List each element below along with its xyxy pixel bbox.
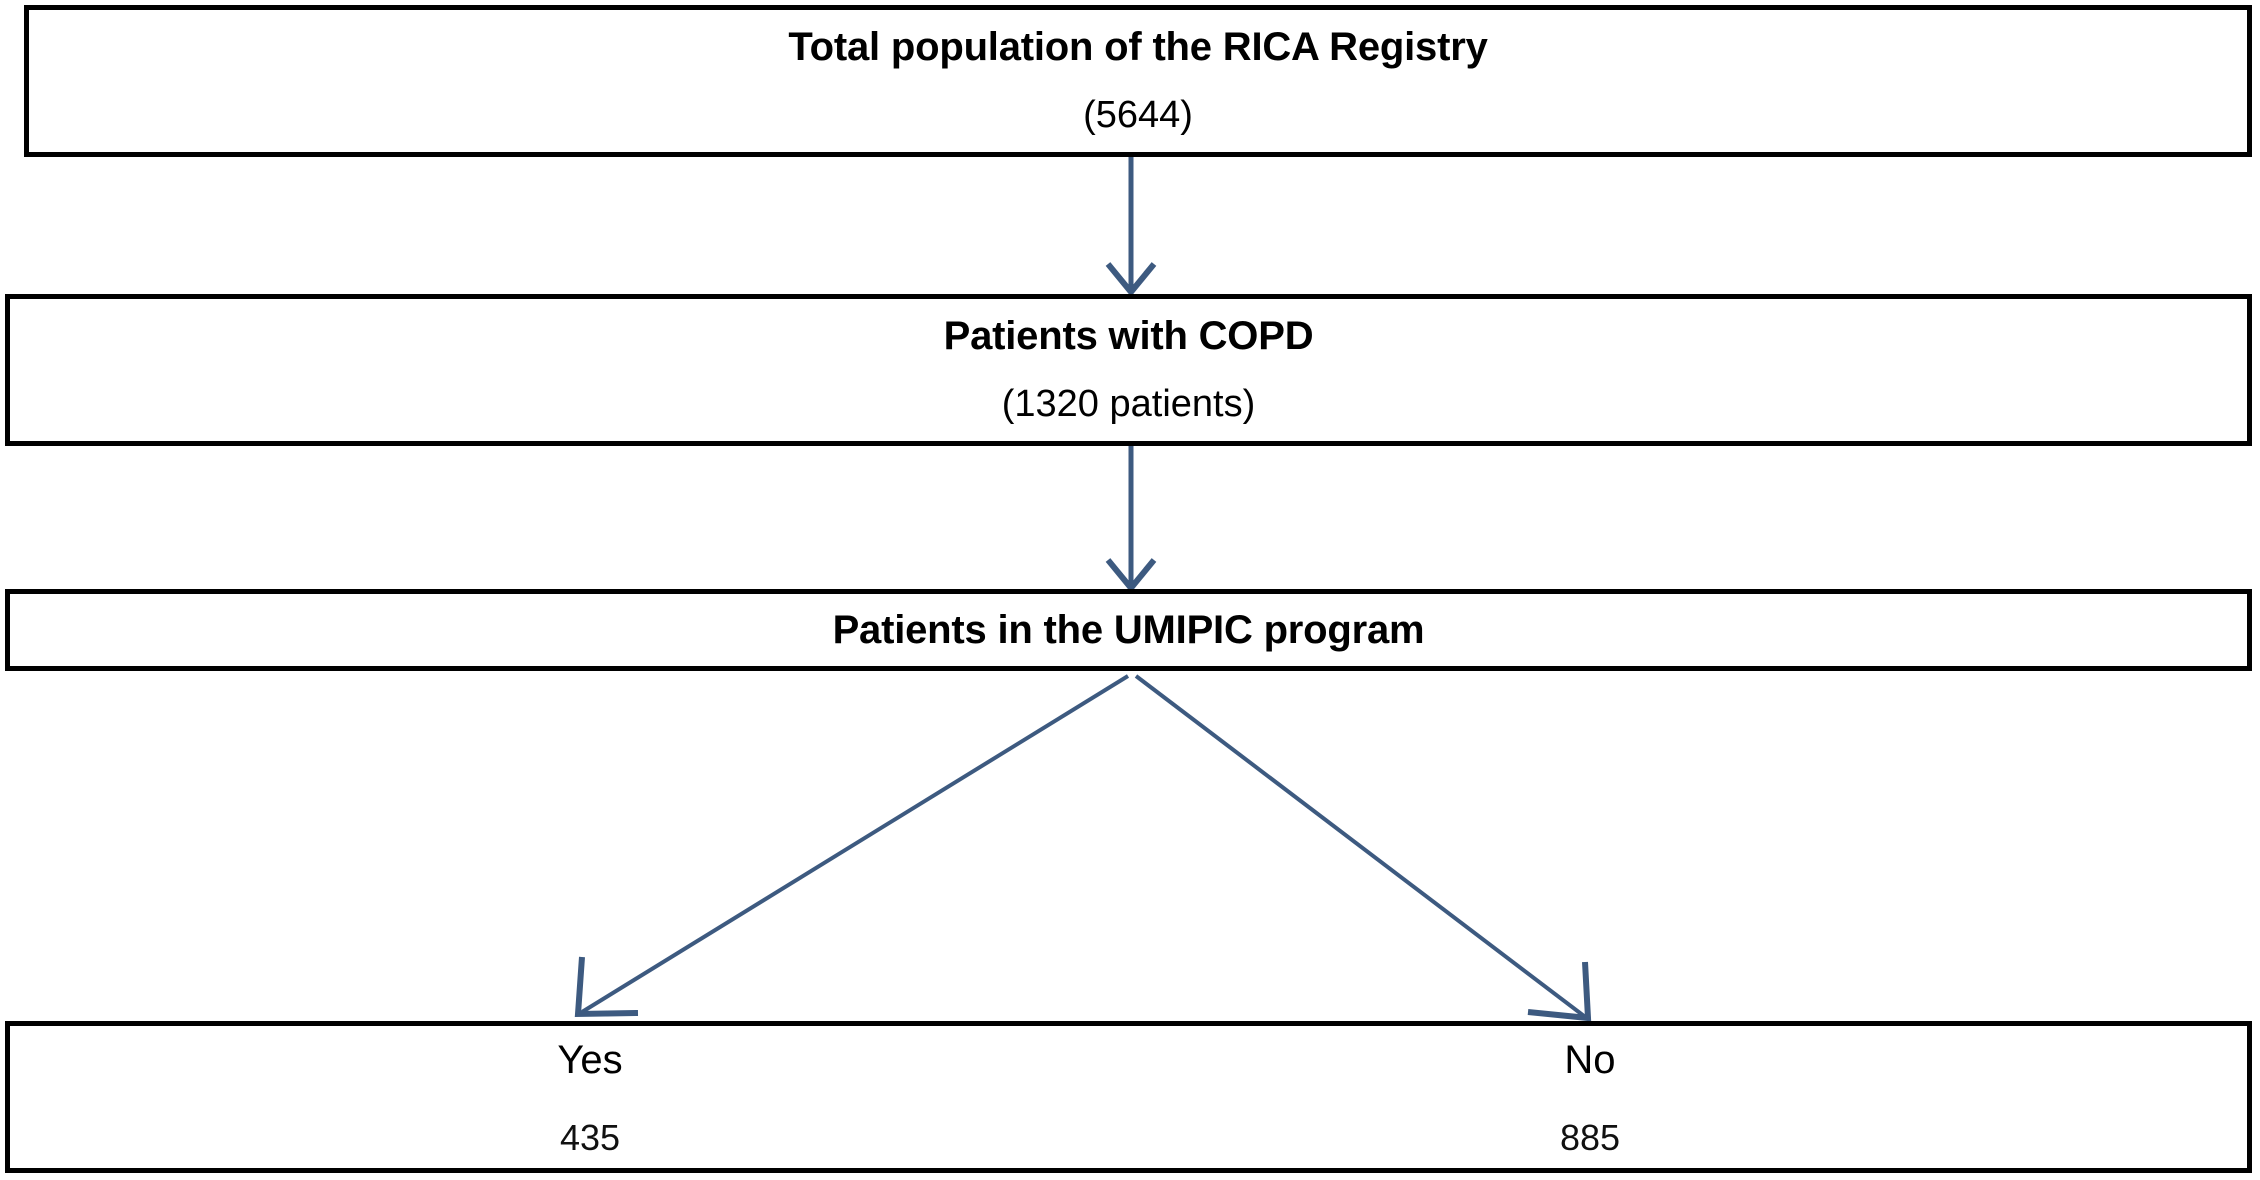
outcome-group-no: No 885 [1410, 1040, 1770, 1156]
arrow-population-to-copd [1105, 157, 1157, 297]
node-total-population: Total population of the RICA Registry (5… [24, 5, 2252, 157]
outcome-no-value: 885 [1559, 1117, 1621, 1158]
arrow-umipic-to-yes [574, 674, 1130, 1018]
node-patients-with-copd-title: Patients with COPD [943, 314, 1314, 359]
outcome-no-label: No [1564, 1038, 1616, 1082]
node-patients-with-copd: Patients with COPD (1320 patients) [5, 294, 2252, 446]
node-patients-in-umipic-program: Patients in the UMIPIC program [5, 589, 2252, 671]
node-total-population-title: Total population of the RICA Registry [788, 25, 1488, 70]
arrow-umipic-to-no [1134, 674, 1592, 1022]
node-patients-with-copd-count: (1320 patients) [1001, 383, 1256, 426]
node-patients-in-umipic-program-title: Patients in the UMIPIC program [832, 608, 1425, 652]
node-umipic-outcome: Yes 435 No 885 [5, 1021, 2252, 1173]
outcome-yes-value: 435 [559, 1117, 621, 1158]
outcome-group-yes: Yes 435 [410, 1040, 770, 1156]
node-total-population-count: (5644) [1083, 94, 1193, 137]
outcome-yes-label: Yes [557, 1038, 623, 1082]
arrow-copd-to-umipic [1105, 446, 1157, 593]
